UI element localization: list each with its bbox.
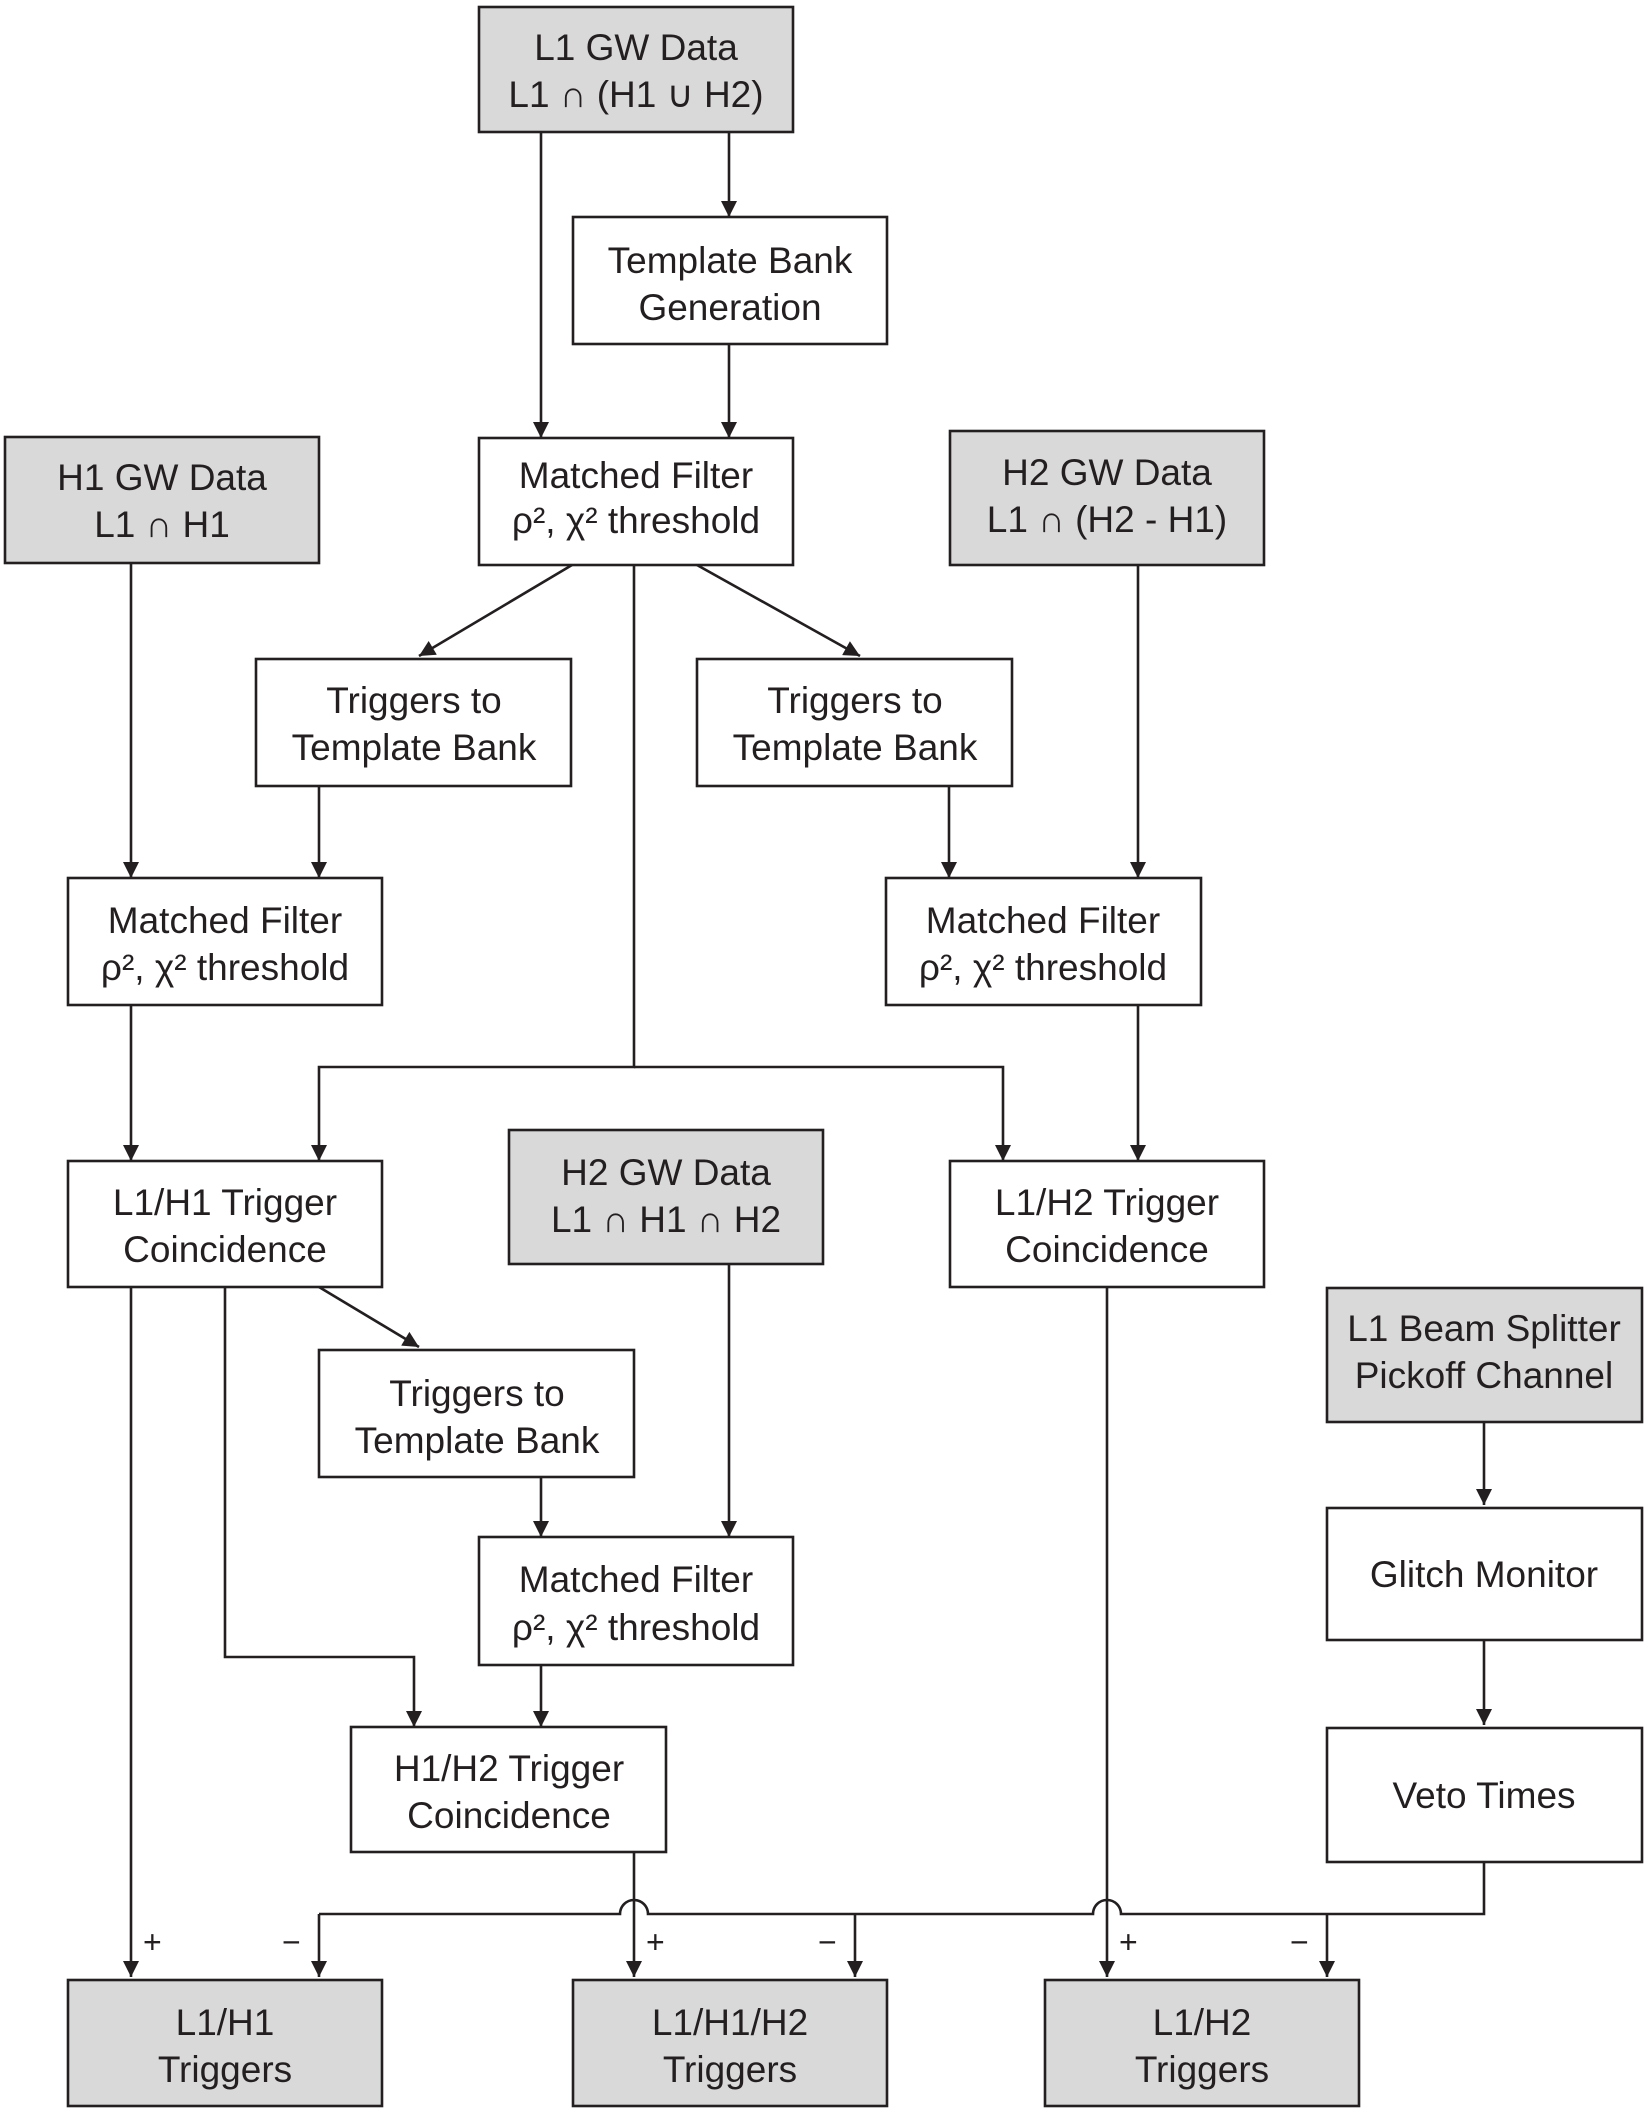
node-label: Template Bank	[733, 727, 978, 768]
minus-sign: −	[282, 1924, 301, 1960]
minus-sign: −	[818, 1924, 837, 1960]
plus-sign: +	[143, 1924, 162, 1960]
node-label: L1 ∩ H1 ∩ H2	[551, 1199, 781, 1240]
node-label: ρ², χ² threshold	[919, 947, 1167, 988]
node-l1h2-triggers: L1/H2 Triggers	[1043, 1978, 1361, 2108]
node-label: Veto Times	[1392, 1775, 1575, 1816]
node-label: L1/H2	[1153, 2002, 1252, 2043]
node-label: Triggers	[1135, 2049, 1269, 2090]
node-label: L1/H1/H2	[652, 2002, 808, 2043]
node-veto-times: Veto Times	[1325, 1726, 1644, 1864]
node-label: L1 ∩ (H2 - H1)	[987, 499, 1227, 540]
node-l1h2-trigger-coincidence: L1/H2 Trigger Coincidence	[948, 1159, 1266, 1289]
edge-mf-l1-to-coinc-l1h1	[311, 565, 636, 1161]
node-l1h1-triggers: L1/H1 Triggers	[66, 1978, 384, 2108]
node-l1-gw-data: L1 GW Data L1 ∩ (H1 ∪ H2)	[477, 5, 795, 134]
node-label: Matched Filter	[519, 1559, 753, 1600]
node-label: Coincidence	[123, 1229, 327, 1270]
node-triggers-to-template-bank-left: Triggers to Template Bank	[254, 657, 573, 788]
node-glitch-monitor: Glitch Monitor	[1325, 1506, 1644, 1642]
node-label: H2 GW Data	[561, 1152, 771, 1193]
node-h2-gw-data-mid: H2 GW Data L1 ∩ H1 ∩ H2	[507, 1128, 825, 1266]
node-label: ρ², χ² threshold	[101, 947, 349, 988]
node-label: H1 GW Data	[57, 457, 267, 498]
node-label: L1/H1	[176, 2002, 275, 2043]
edge-veto-bus	[319, 1862, 1486, 1916]
node-matched-filter-l1: Matched Filter ρ², χ² threshold	[477, 436, 795, 567]
node-label: Triggers	[663, 2049, 797, 2090]
node-h1-gw-data: H1 GW Data L1 ∩ H1	[3, 435, 321, 565]
node-label: L1 Beam Splitter	[1347, 1308, 1621, 1349]
node-label: ρ², χ² threshold	[512, 500, 760, 541]
node-label: Matched Filter	[519, 455, 753, 496]
node-template-bank-generation: Template Bank Generation	[571, 215, 889, 346]
node-h2-gw-data-top: H2 GW Data L1 ∩ (H2 - H1)	[948, 429, 1266, 567]
node-label: Coincidence	[1005, 1229, 1209, 1270]
node-label: L1/H2 Trigger	[995, 1182, 1219, 1223]
node-label: L1/H1 Trigger	[113, 1182, 337, 1223]
connectors	[123, 132, 1492, 1977]
node-label: L1 GW Data	[534, 27, 738, 68]
edge-mf-l1-to-coinc-l1h2	[634, 1065, 1011, 1161]
edge-coinc-l1h1-to-coinc-h1h2	[223, 1287, 422, 1727]
edge-mf-l1-to-trig-right	[696, 563, 861, 658]
node-label: Template Bank	[608, 240, 853, 281]
node-triggers-to-template-bank-mid: Triggers to Template Bank	[317, 1348, 636, 1479]
node-matched-filter-h2-mid: Matched Filter ρ², χ² threshold	[477, 1535, 795, 1667]
node-label: Matched Filter	[926, 900, 1160, 941]
node-label: Template Bank	[355, 1420, 600, 1461]
node-label: Matched Filter	[108, 900, 342, 941]
plus-sign: +	[646, 1924, 665, 1960]
node-l1-beam-splitter: L1 Beam Splitter Pickoff Channel	[1325, 1286, 1644, 1424]
node-label: H1/H2 Trigger	[394, 1748, 624, 1789]
signs: + − + − + −	[143, 1924, 1309, 1960]
node-matched-filter-h1: Matched Filter ρ², χ² threshold	[66, 876, 384, 1007]
node-label: Glitch Monitor	[1370, 1554, 1598, 1595]
node-label: Coincidence	[407, 1795, 611, 1836]
node-matched-filter-h2-top: Matched Filter ρ², χ² threshold	[884, 876, 1203, 1007]
node-triggers-to-template-bank-right: Triggers to Template Bank	[695, 657, 1014, 788]
node-label: L1 ∩ H1	[94, 504, 230, 545]
node-label: Pickoff Channel	[1355, 1355, 1613, 1396]
minus-sign: −	[1290, 1924, 1309, 1960]
node-label: L1 ∩ (H1 ∪ H2)	[508, 74, 763, 115]
node-label: ρ², χ² threshold	[512, 1607, 760, 1648]
edge-mf-l1-to-trig-left	[418, 563, 573, 658]
node-label: Triggers to	[389, 1373, 564, 1414]
plus-sign: +	[1119, 1924, 1138, 1960]
node-label: H2 GW Data	[1002, 452, 1212, 493]
node-label: Triggers to	[767, 680, 942, 721]
node-h1h2-trigger-coincidence: H1/H2 Trigger Coincidence	[349, 1725, 668, 1854]
node-l1h1h2-triggers: L1/H1/H2 Triggers	[571, 1978, 889, 2108]
node-label: Template Bank	[292, 727, 537, 768]
node-label: Triggers to	[326, 680, 501, 721]
edge-coinc-l1h1-to-trig-mid	[318, 1285, 420, 1349]
node-label: Generation	[638, 287, 821, 328]
node-label: Triggers	[158, 2049, 292, 2090]
node-l1h1-trigger-coincidence: L1/H1 Trigger Coincidence	[66, 1159, 384, 1289]
